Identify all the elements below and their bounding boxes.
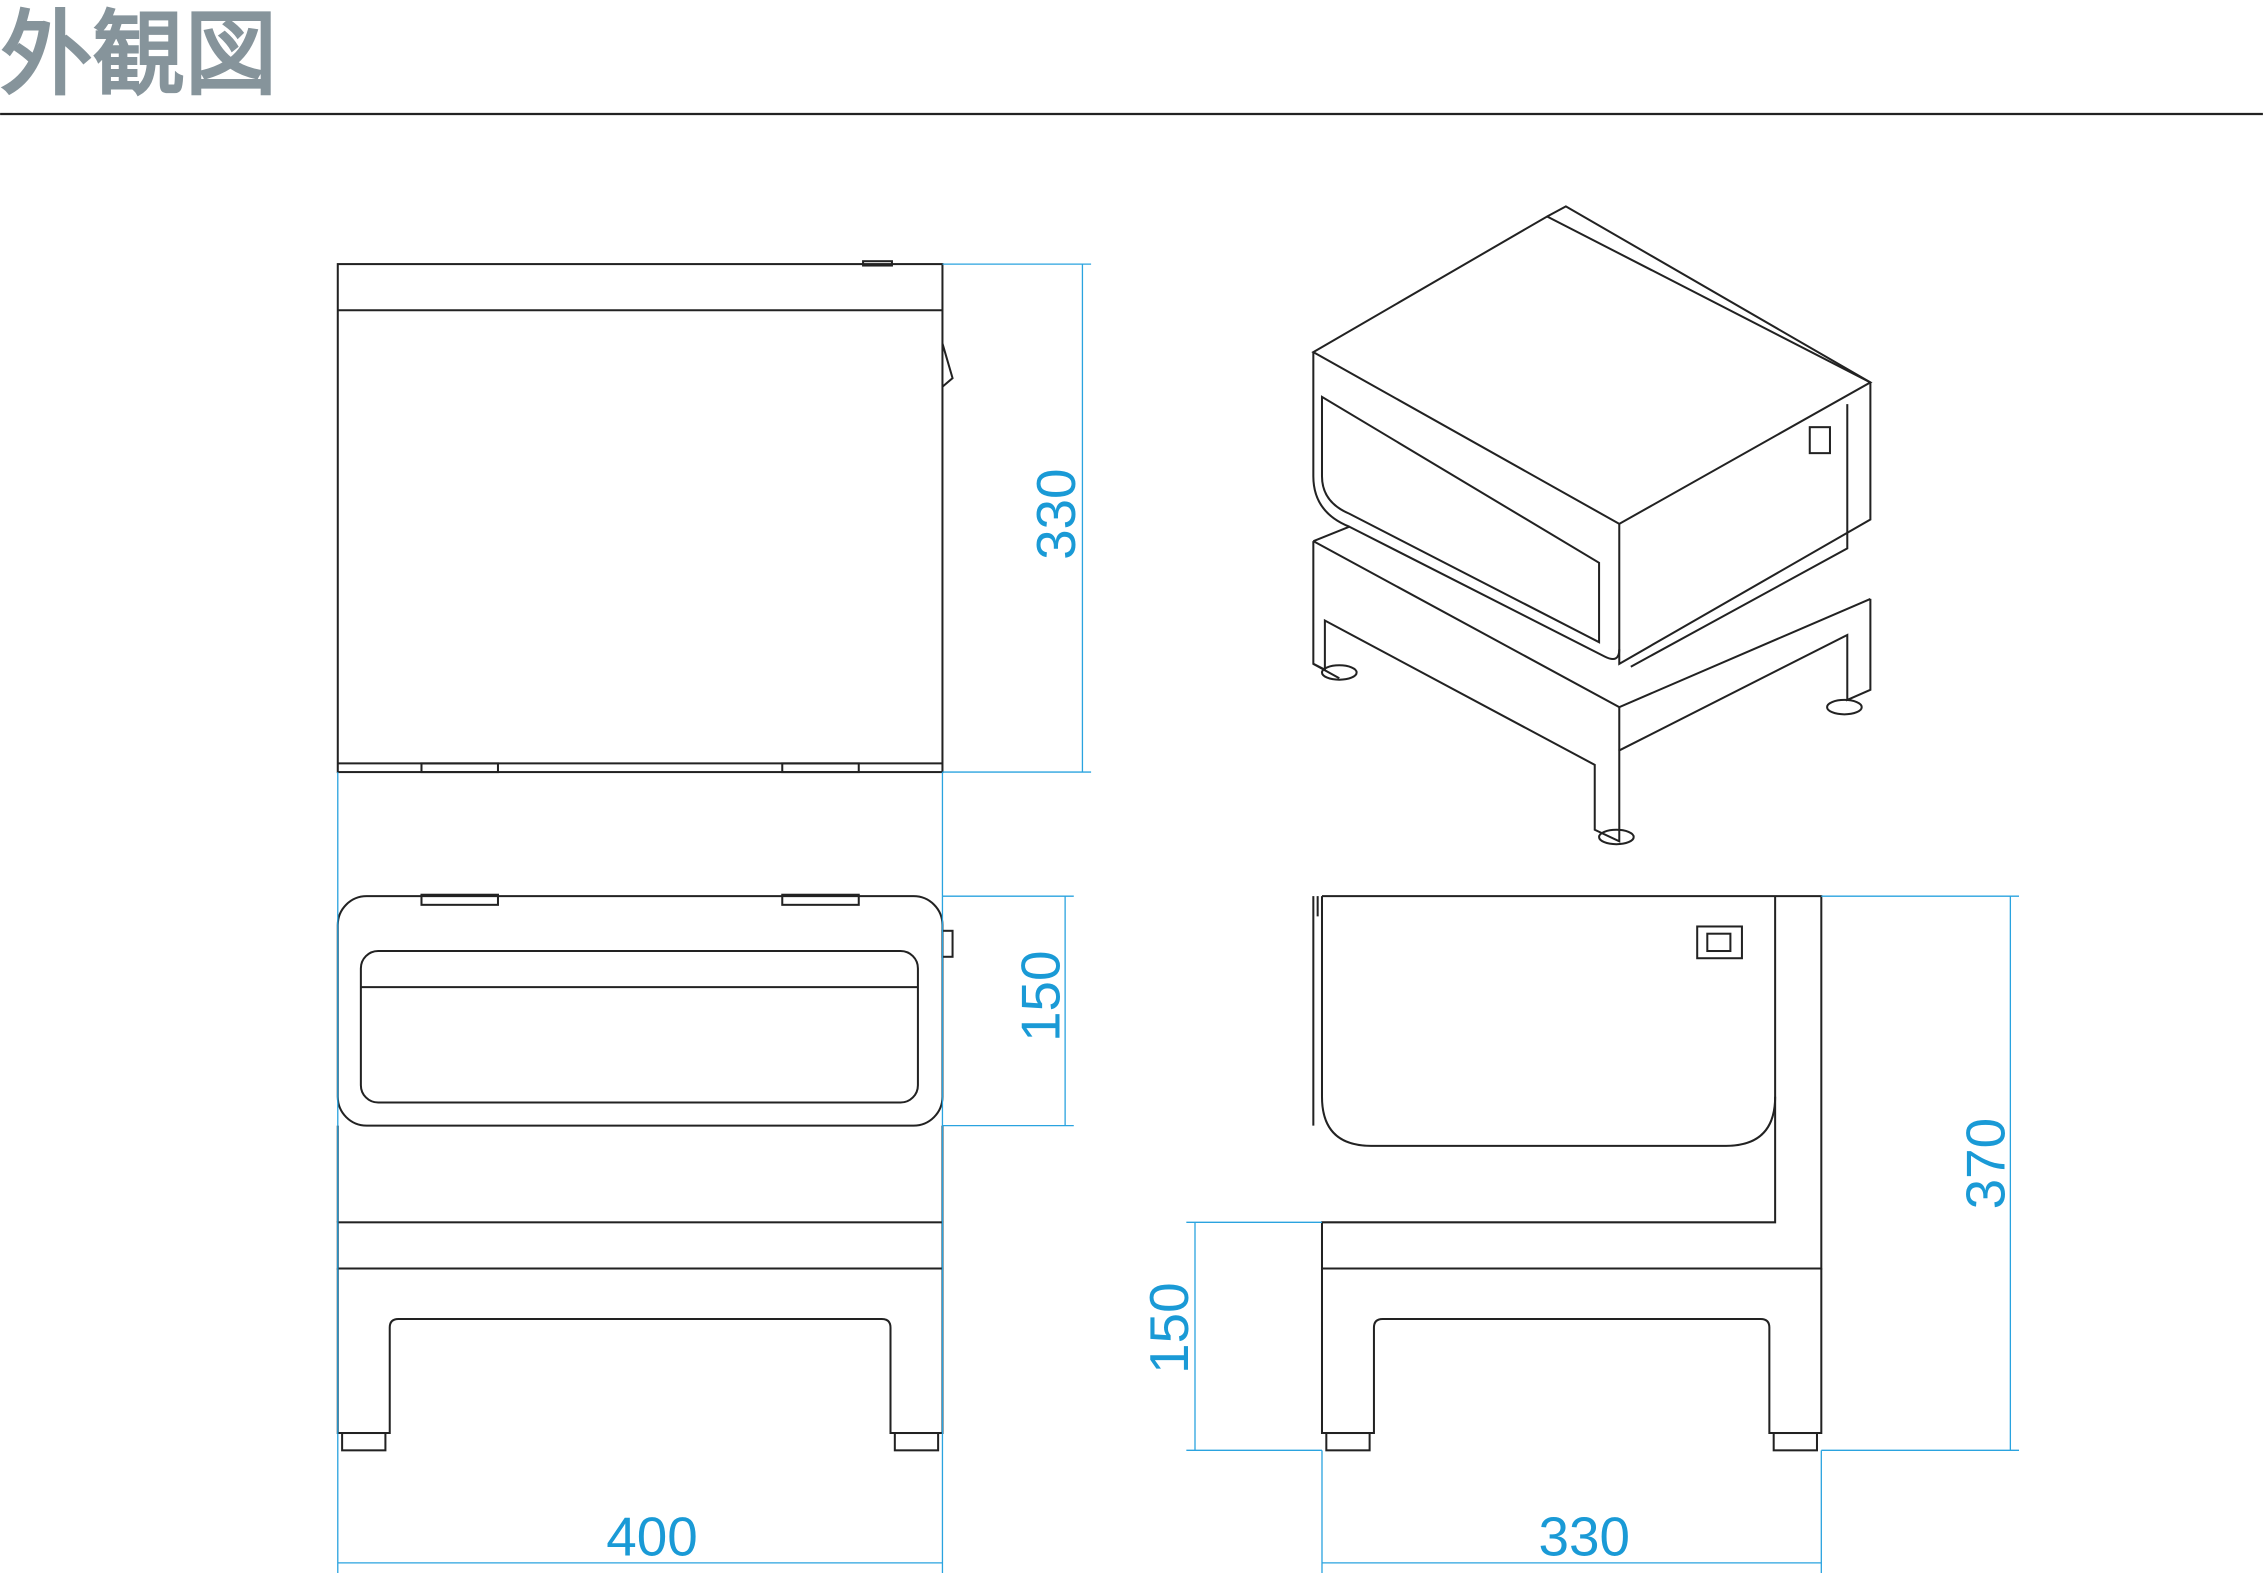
side-view	[1312, 895, 1823, 1452]
dim-label: 150	[1138, 1282, 1200, 1373]
isometric-view	[1311, 205, 1873, 846]
dimension-side-lower-height: 150	[1138, 1221, 1322, 1451]
dim-label: 330	[1538, 1506, 1629, 1568]
dimension-side-depth: 330	[1321, 1450, 1822, 1573]
dimension-front-upper-height: 150	[942, 895, 1074, 1127]
front-view	[336, 893, 954, 1452]
page-title: 外観図	[0, 1, 277, 109]
dim-label: 150	[1009, 950, 1071, 1041]
dimension-side-total-height: 370	[1821, 895, 2020, 1451]
dimension-front-width: 400	[337, 772, 944, 1573]
dim-label: 370	[1955, 1118, 2017, 1209]
dim-label: 400	[606, 1506, 697, 1568]
top-view	[336, 260, 954, 774]
dim-label: 330	[1025, 468, 1087, 559]
dimension-top-depth: 330	[942, 263, 1092, 773]
